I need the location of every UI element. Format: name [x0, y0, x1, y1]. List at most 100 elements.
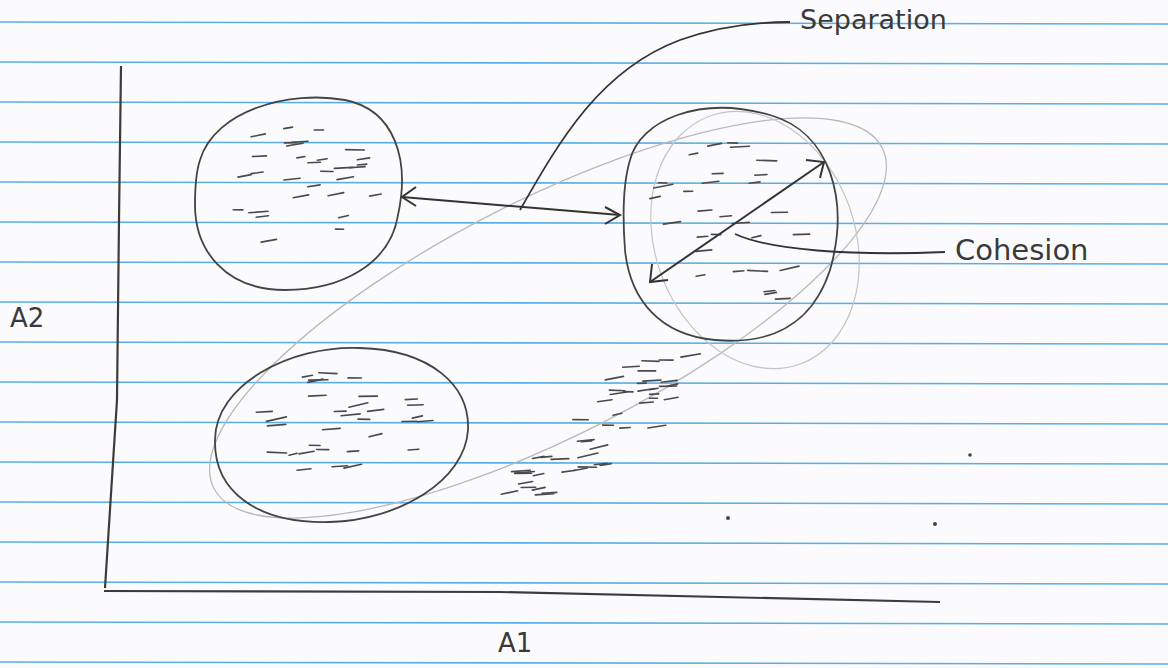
data-point	[251, 172, 263, 174]
data-point	[649, 397, 657, 399]
data-point	[578, 466, 596, 468]
data-point	[659, 359, 673, 361]
data-point	[287, 143, 303, 146]
data-point	[321, 170, 333, 172]
ruled-line	[0, 222, 1168, 224]
data-point	[314, 129, 323, 131]
data-point	[533, 474, 544, 476]
data-point	[238, 175, 251, 178]
data-point	[267, 424, 285, 426]
data-point	[642, 360, 659, 362]
data-point	[577, 440, 594, 442]
data-point	[370, 194, 382, 196]
data-point	[681, 354, 701, 357]
ruled-line	[0, 342, 1168, 344]
data-point	[573, 419, 589, 421]
data-point	[519, 482, 533, 485]
ruled-line	[0, 142, 1168, 144]
x-axis	[104, 591, 940, 602]
data-point	[332, 466, 348, 467]
cluster-outline	[195, 98, 402, 291]
data-point	[337, 177, 354, 180]
data-point	[684, 191, 693, 193]
data-point	[339, 216, 349, 218]
data-point	[578, 453, 598, 458]
data-point	[702, 181, 719, 183]
outlier-point	[726, 516, 730, 520]
data-point	[267, 451, 287, 453]
ruled-line	[0, 622, 1168, 624]
arrowhead	[402, 187, 416, 206]
separation-arrow	[402, 197, 620, 215]
cluster-outline	[215, 348, 468, 522]
leader-line	[520, 22, 790, 210]
leader-line	[735, 234, 945, 253]
ruled-line	[0, 582, 1168, 584]
data-point	[764, 291, 775, 292]
data-point	[775, 298, 790, 300]
data-point	[412, 416, 422, 418]
data-point	[780, 266, 799, 270]
data-point	[638, 370, 656, 372]
data-point	[233, 209, 243, 211]
data-point	[551, 458, 569, 460]
data-point	[654, 184, 673, 188]
data-point	[623, 366, 640, 367]
data-point	[284, 178, 300, 180]
data-point	[661, 380, 677, 382]
data-point	[297, 469, 311, 470]
data-point	[266, 417, 286, 422]
data-point	[521, 486, 536, 488]
data-point	[708, 143, 722, 146]
data-point	[308, 185, 320, 187]
data-point	[368, 409, 384, 411]
data-point	[317, 449, 329, 451]
data-point	[650, 393, 659, 395]
data-point	[308, 379, 323, 382]
data-point	[720, 216, 732, 217]
data-point	[334, 167, 352, 168]
data-point	[590, 445, 608, 449]
data-point	[603, 424, 614, 426]
ruled-line	[0, 542, 1168, 544]
data-point	[613, 413, 622, 415]
annotation: Separation	[800, 6, 947, 33]
data-point	[293, 195, 308, 198]
data-point	[347, 450, 358, 452]
data-point	[771, 212, 787, 214]
data-point	[581, 440, 592, 442]
ruled-line	[0, 422, 1168, 424]
arrowhead	[605, 207, 620, 224]
data-point	[328, 193, 344, 196]
annotation: Cohesion	[955, 236, 1089, 265]
arrowhead	[650, 264, 668, 282]
data-point	[793, 233, 809, 235]
data-point	[515, 472, 532, 474]
data-point	[309, 444, 320, 446]
data-point	[299, 451, 314, 454]
data-point	[402, 420, 417, 422]
data-point	[574, 468, 587, 471]
y-axis	[105, 66, 121, 588]
data-point	[501, 491, 517, 495]
data-point	[249, 211, 268, 213]
data-point	[640, 402, 654, 403]
data-point	[749, 182, 760, 183]
ruled-line	[0, 302, 1168, 304]
data-point	[600, 464, 611, 466]
data-point	[609, 389, 624, 391]
data-point	[637, 382, 646, 384]
data-point	[535, 494, 554, 495]
data-point	[532, 487, 545, 490]
data-point	[357, 158, 369, 160]
data-point	[284, 127, 293, 129]
data-point	[731, 146, 750, 148]
data-point	[256, 216, 268, 218]
cohesion-arrow	[650, 162, 824, 282]
data-point	[369, 434, 382, 437]
data-point	[664, 397, 678, 400]
merged-cluster-outline	[160, 43, 935, 594]
data-point	[359, 395, 377, 397]
